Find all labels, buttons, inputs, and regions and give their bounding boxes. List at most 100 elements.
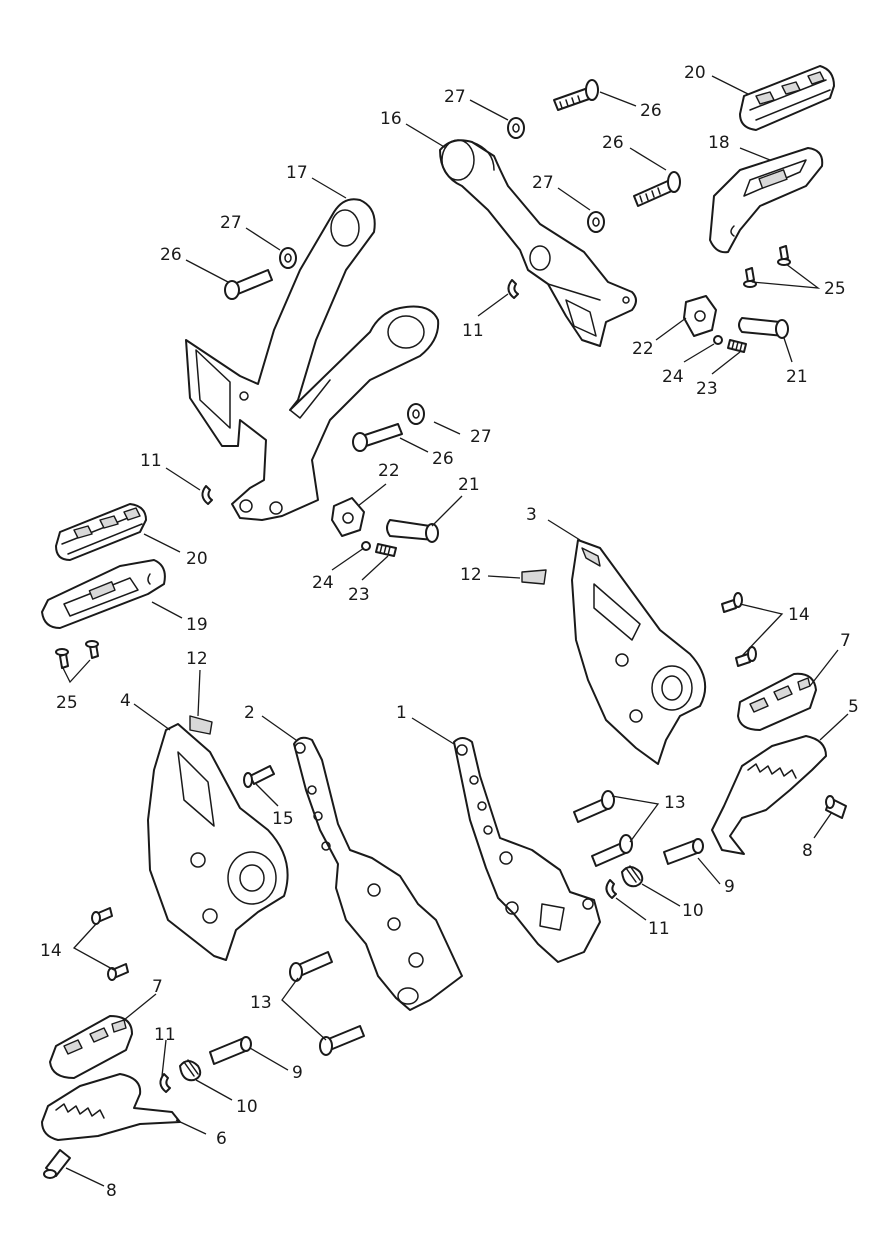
part-26-bolt-c — [224, 269, 273, 300]
callout-26: 26 — [640, 101, 662, 121]
part-1-right-bracket — [453, 737, 601, 963]
part-24-ball-upper — [713, 335, 723, 345]
callout-8: 8 — [106, 1181, 117, 1201]
part-7-footpeg-rubber-upper — [737, 672, 817, 731]
callout-21: 21 — [786, 367, 808, 387]
part-12-pad-b — [189, 715, 213, 735]
callout-2: 2 — [244, 703, 255, 723]
part-13-bolts-lower — [289, 951, 365, 1056]
part-21-pin-upper — [738, 317, 789, 339]
part-11-clip-d — [159, 1073, 171, 1093]
callout-20: 20 — [684, 63, 706, 83]
part-17-rider-hanger — [185, 198, 440, 521]
part-4-left-hanger-plate — [147, 723, 289, 961]
part-10-spring-upper — [621, 865, 644, 888]
callout-19: 19 — [186, 615, 208, 635]
part-27-washer-c — [279, 247, 297, 269]
callout-9: 9 — [292, 1063, 303, 1083]
callout-16: 16 — [380, 109, 402, 129]
part-9-pin-upper — [663, 838, 704, 865]
part-22-plate-lower — [331, 497, 365, 537]
part-26-bolt-b — [633, 171, 681, 207]
part-11-clip-a — [507, 279, 519, 299]
callout-27: 27 — [220, 213, 242, 233]
callout-17: 17 — [286, 163, 308, 183]
callout-23: 23 — [348, 585, 370, 605]
callout-10: 10 — [682, 901, 704, 921]
callout-13: 13 — [250, 993, 272, 1013]
part-13-bolts-upper — [573, 790, 633, 867]
callout-7: 7 — [152, 977, 163, 997]
part-9-pin-lower — [209, 1036, 252, 1065]
callout-20: 20 — [186, 549, 208, 569]
callout-11: 11 — [140, 451, 162, 471]
part-25-bolts-upper — [743, 245, 791, 288]
callout-14: 14 — [40, 941, 62, 961]
part-27-washer-d — [407, 403, 425, 425]
part-8-bolt-lower — [43, 1149, 71, 1179]
part-11-clip-c — [605, 879, 617, 899]
part-10-spring-lower — [179, 1059, 202, 1082]
part-2-left-bracket — [293, 736, 463, 1011]
part-25-bolts-lower — [55, 640, 99, 669]
callout-23: 23 — [696, 379, 718, 399]
callout-13: 13 — [664, 793, 686, 813]
part-23-spring-upper — [727, 339, 747, 353]
callout-26: 26 — [602, 133, 624, 153]
callout-12: 12 — [186, 649, 208, 669]
callout-24: 24 — [312, 573, 334, 593]
part-26-bolt-d — [352, 423, 403, 452]
callout-15: 15 — [272, 809, 294, 829]
callout-25: 25 — [56, 693, 78, 713]
part-6-footpeg-lower — [41, 1073, 181, 1141]
part-14-screws-upper — [721, 592, 757, 667]
callout-21: 21 — [458, 475, 480, 495]
part-23-spring-lower — [375, 543, 397, 557]
callout-labels: 27 26 20 16 26 18 27 17 27 26 25 11 22 2… — [40, 63, 859, 1201]
part-27-washer-a — [507, 117, 525, 139]
part-11-clip-b — [201, 485, 213, 505]
callout-9: 9 — [724, 877, 735, 897]
callout-18: 18 — [708, 133, 730, 153]
callout-22: 22 — [378, 461, 400, 481]
part-27-washer-b — [587, 211, 605, 233]
callout-22: 22 — [632, 339, 654, 359]
callout-14: 14 — [788, 605, 810, 625]
part-5-footpeg-upper — [711, 735, 827, 855]
callout-27: 27 — [470, 427, 492, 447]
callout-25: 25 — [824, 279, 846, 299]
part-20-footrest-rubber-lower — [55, 503, 147, 561]
part-26-bolt-a — [553, 79, 599, 111]
callout-3: 3 — [526, 505, 537, 525]
part-3-right-hanger-plate — [571, 539, 707, 765]
callout-10: 10 — [236, 1097, 258, 1117]
part-21-pin-lower — [386, 519, 439, 543]
callout-11: 11 — [154, 1025, 176, 1045]
part-8-bolt-upper — [825, 795, 847, 819]
callout-12: 12 — [460, 565, 482, 585]
part-22-plate-upper — [683, 295, 717, 337]
part-7-footpeg-rubber-lower — [49, 1015, 133, 1079]
part-14-screws-lower — [91, 907, 129, 981]
part-12-pad-a — [521, 569, 547, 585]
callout-27: 27 — [532, 173, 554, 193]
callout-26: 26 — [432, 449, 454, 469]
callout-8: 8 — [802, 841, 813, 861]
part-16-rear-hanger — [439, 139, 637, 347]
part-15-screw — [243, 765, 275, 788]
part-18-footrest-body — [709, 147, 824, 254]
callout-4: 4 — [120, 691, 131, 711]
callout-11: 11 — [648, 919, 670, 939]
callout-11: 11 — [462, 321, 484, 341]
leader-lines — [61, 75, 849, 1187]
callout-27: 27 — [444, 87, 466, 107]
part-20-footrest-rubber-upper — [739, 65, 835, 131]
callout-7: 7 — [840, 631, 851, 651]
callout-26: 26 — [160, 245, 182, 265]
part-19-footrest-body — [41, 559, 166, 629]
callout-5: 5 — [848, 697, 859, 717]
callout-1: 1 — [396, 703, 407, 723]
callout-6: 6 — [216, 1129, 227, 1149]
callout-24: 24 — [662, 367, 684, 387]
